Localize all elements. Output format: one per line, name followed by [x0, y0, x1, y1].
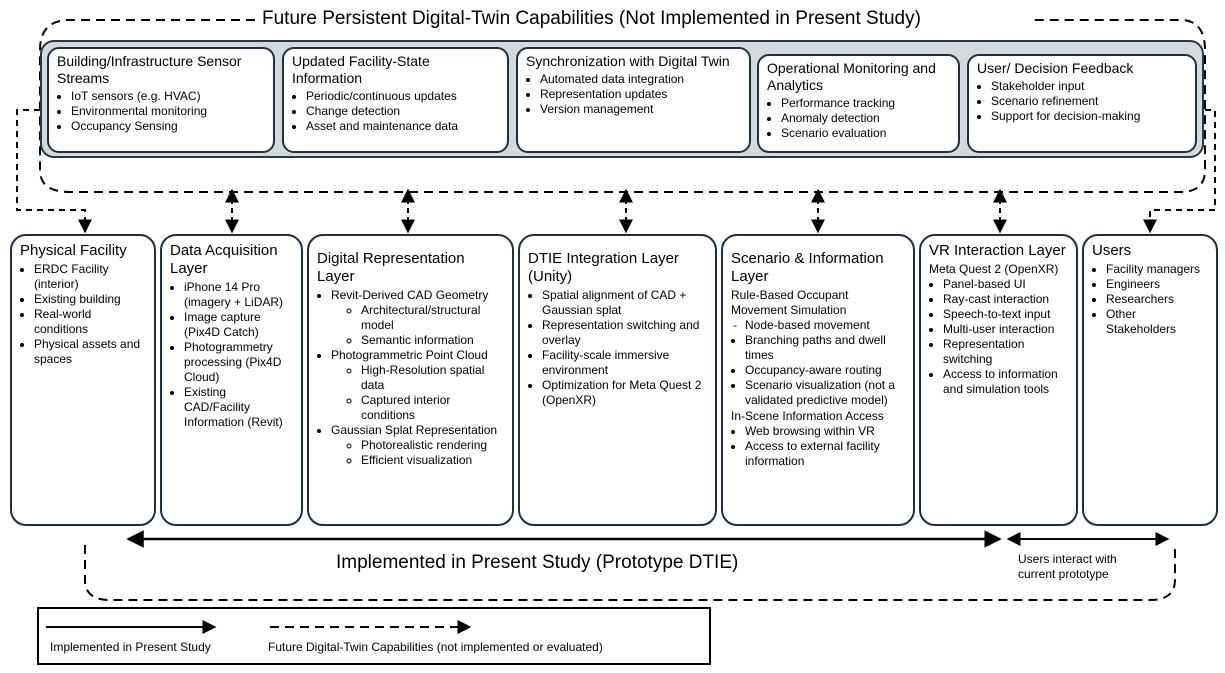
list-item: Gaussian Splat Representation Photoreali…: [331, 423, 504, 468]
future-box-title: Building/Infrastructure Sensor Streams: [57, 53, 242, 86]
layer-title: Users: [1092, 242, 1132, 259]
layer-title: Digital Representation Layer: [317, 250, 465, 285]
list-item: Multi-user interaction: [943, 322, 1068, 337]
users-box: Users Facility managers Engineers Resear…: [1082, 234, 1218, 526]
list-item: Captured interior conditions: [361, 393, 504, 423]
list-item: Real-world conditions: [34, 307, 146, 337]
future-title: Future Persistent Digital-Twin Capabilit…: [262, 8, 921, 29]
list-item: Revit-Derived CAD Geometry Architectural…: [331, 288, 504, 348]
layer-title: Data Acquisition Layer: [170, 242, 278, 277]
future-box-title: Operational Monitoring and Analytics: [767, 60, 936, 93]
future-box-facility-state: Updated Facility-State Information Perio…: [282, 47, 509, 153]
list-item: Change detection: [306, 104, 499, 119]
implemented-dashed-boundary: [84, 545, 1176, 601]
list-item: Branching paths and dwell times: [745, 333, 905, 363]
physical-facility-box: Physical Facility ERDC Facility (interio…: [10, 234, 156, 526]
list-item: Representation switching and overlay: [542, 318, 707, 348]
list-item: Automated data integration: [540, 72, 741, 87]
list-item: Periodic/continuous updates: [306, 89, 499, 104]
layer-title: Physical Facility: [20, 242, 127, 259]
connector-users: [1143, 109, 1216, 234]
group-label: Photogrammetric Point Cloud: [331, 348, 488, 362]
list-item: Occupancy-aware routing: [745, 363, 905, 378]
scenario-information-box: Scenario & Information Layer Rule-Based …: [721, 234, 915, 526]
future-box-title: Updated Facility-State Information: [292, 53, 430, 86]
list-item: Support for decision-making: [991, 109, 1187, 124]
future-box-title: User/ Decision Feedback: [977, 60, 1134, 76]
legend-dashed-label: Future Digital-Twin Capabilities (not im…: [268, 640, 603, 654]
list-item: ERDC Facility (interior): [34, 262, 146, 292]
list-item: Existing CAD/Facility Information (Revit…: [184, 385, 293, 430]
list-item: Engineers: [1106, 277, 1208, 292]
list-item: Panel-based UI: [943, 277, 1068, 292]
list-item: Performance tracking: [781, 96, 950, 111]
users-interact-label: Users interact with current prototype: [1018, 552, 1117, 581]
legend-box: [37, 607, 711, 665]
list-item: Representation switching: [943, 337, 1068, 367]
vr-subtitle: Meta Quest 2 (OpenXR): [929, 262, 1059, 276]
implemented-label: Implemented in Present Study (Prototype …: [336, 552, 739, 573]
list-item: Semantic information: [361, 333, 504, 348]
future-box-synchronization: Synchronization with Digital Twin Automa…: [516, 47, 751, 153]
list-item: Existing building: [34, 292, 146, 307]
future-box-title: Synchronization with Digital Twin: [526, 53, 730, 69]
list-item: iPhone 14 Pro (imagery + LiDAR): [184, 280, 293, 310]
future-box-user-feedback: User/ Decision Feedback Stakeholder inpu…: [967, 54, 1197, 153]
integration-layer-box: DTIE Integration Layer (Unity) Spatial a…: [518, 234, 717, 526]
scenario-subtitle: Rule-Based Occupant Movement Simulation: [731, 288, 849, 317]
list-item: Efficient visualization: [361, 453, 504, 468]
list-item: Scenario evaluation: [781, 126, 950, 141]
list-item: Photogrammetric Point Cloud High-Resolut…: [331, 348, 504, 423]
info-access-subtitle: In-Scene Information Access: [731, 409, 884, 423]
list-item: Other Stakeholders: [1106, 307, 1208, 337]
list-item: Occupancy Sensing: [71, 119, 265, 134]
layer-title: VR Interaction Layer: [929, 242, 1066, 259]
list-item: Access to external facility information: [745, 439, 905, 469]
future-box-monitoring: Operational Monitoring and Analytics Per…: [757, 54, 960, 153]
list-item: Scenario refinement: [991, 94, 1187, 109]
list-item: Representation updates: [540, 87, 741, 102]
list-item: Stakeholder input: [991, 79, 1187, 94]
group-label: Revit-Derived CAD Geometry: [331, 288, 489, 302]
list-item: High-Resolution spatial data: [361, 363, 504, 393]
list-item: Speech-to-text input: [943, 307, 1068, 322]
list-item: Physical assets and spaces: [34, 337, 146, 367]
data-acquisition-box: Data Acquisition Layer iPhone 14 Pro (im…: [160, 234, 303, 526]
future-box-sensor-streams: Building/Infrastructure Sensor Streams I…: [47, 47, 275, 153]
list-item: Photogrammetry processing (Pix4D Cloud): [184, 340, 293, 385]
digital-representation-box: Digital Representation Layer Revit-Deriv…: [307, 234, 514, 526]
connector-physical: [16, 109, 92, 234]
list-item: Version management: [540, 102, 741, 117]
list-item: Anomaly detection: [781, 111, 950, 126]
list-item: Access to information and simulation too…: [943, 367, 1068, 397]
list-item: Web browsing within VR: [745, 424, 905, 439]
vr-interaction-box: VR Interaction Layer Meta Quest 2 (OpenX…: [919, 234, 1078, 526]
group-label: Gaussian Splat Representation: [331, 423, 498, 437]
list-item: Spatial alignment of CAD + Gaussian spla…: [542, 288, 707, 318]
list-item: Facility-scale immersive environment: [542, 348, 707, 378]
list-item: Photorealistic rendering: [361, 438, 504, 453]
list-item: IoT sensors (e.g. HVAC): [71, 89, 265, 104]
list-item: Asset and maintenance data: [306, 119, 499, 134]
list-item: Ray-cast interaction: [943, 292, 1068, 307]
legend-solid-label: Implemented in Present Study: [50, 640, 211, 654]
list-item: Node-based movement: [745, 318, 905, 333]
list-item: Optimization for Meta Quest 2 (OpenXR): [542, 378, 707, 408]
list-item: Architectural/structural model: [361, 303, 504, 333]
list-item: Image capture (Pix4D Catch): [184, 310, 293, 340]
layer-title: Scenario & Information Layer: [731, 250, 884, 285]
list-item: Facility managers: [1106, 262, 1208, 277]
list-item: Scenario visualization (not a validated …: [745, 378, 905, 408]
layer-title: DTIE Integration Layer (Unity): [528, 250, 679, 285]
list-item: Researchers: [1106, 292, 1208, 307]
list-item: Environmental monitoring: [71, 104, 265, 119]
